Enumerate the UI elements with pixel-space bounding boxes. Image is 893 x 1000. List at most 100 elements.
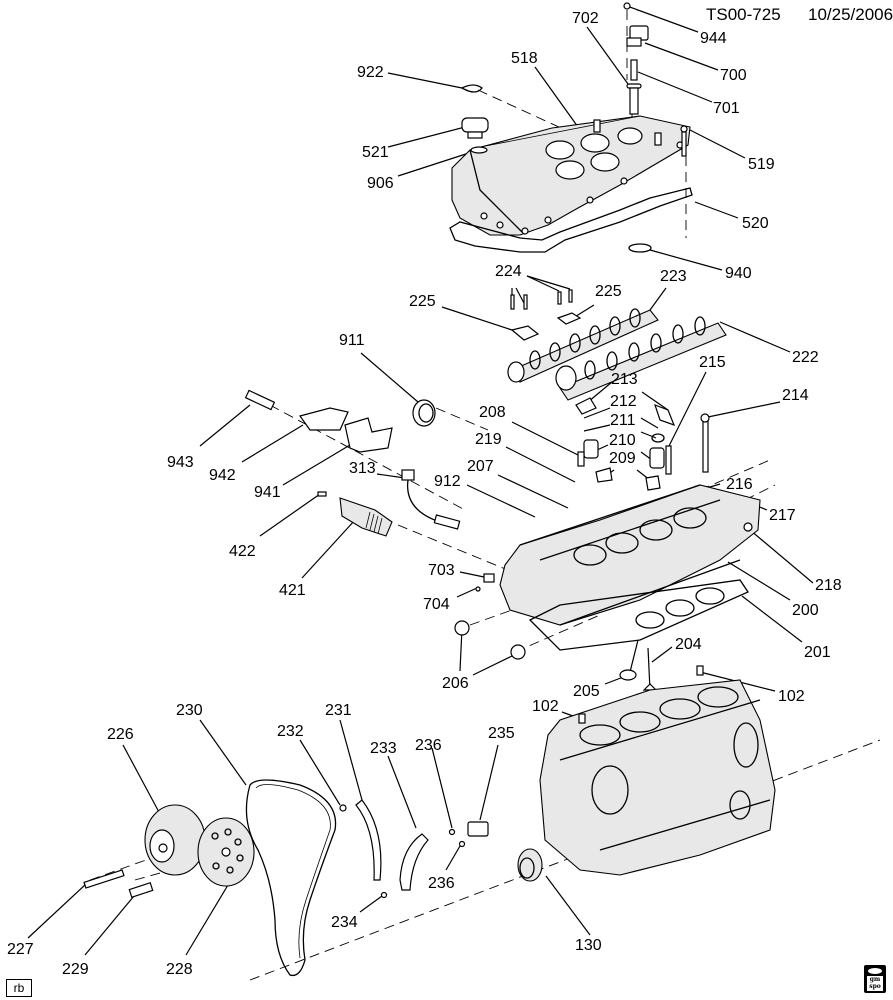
callout-216: 216 — [726, 476, 753, 493]
callout-942: 942 — [209, 467, 236, 484]
logo-oval-icon — [868, 968, 882, 974]
callout-228: 228 — [166, 961, 193, 978]
leader-233 — [387, 755, 417, 829]
callout-232: 232 — [277, 723, 304, 740]
callout-225-left: 225 — [409, 293, 436, 310]
leader-906 — [397, 151, 473, 177]
callout-518: 518 — [511, 50, 538, 67]
callout-704: 704 — [423, 596, 450, 613]
leader-521 — [387, 126, 466, 148]
leader-212b — [640, 417, 659, 429]
oil-control-solenoid — [317, 469, 461, 537]
leader-922 — [387, 72, 463, 89]
leader-421 — [301, 519, 356, 579]
leader-lines — [27, 5, 814, 956]
callout-200: 200 — [792, 602, 819, 619]
callout-912: 912 — [434, 473, 461, 490]
callout-211: 211 — [610, 412, 636, 429]
author-tag: rb — [6, 979, 32, 997]
callout-217: 217 — [769, 507, 796, 524]
callout-226: 226 — [107, 726, 134, 743]
callout-911: 911 — [339, 332, 365, 349]
illustration-date: 10/25/2006 — [808, 5, 893, 24]
callout-218: 218 — [815, 577, 842, 594]
callout-236-bottom: 236 — [428, 875, 455, 892]
callout-212: 212 — [610, 393, 637, 410]
callout-210: 210 — [609, 432, 636, 449]
callout-906: 906 — [367, 175, 394, 192]
callout-215: 215 — [699, 354, 726, 371]
leader-213b — [641, 391, 669, 411]
leader-232 — [299, 739, 341, 806]
leader-940 — [649, 249, 723, 271]
leader-207 — [497, 474, 569, 509]
callout-941: 941 — [254, 484, 281, 501]
callout-922: 922 — [357, 64, 384, 81]
callout-213: 213 — [611, 371, 638, 388]
cam-sensor-group — [623, 2, 649, 115]
leader-704 — [456, 587, 478, 598]
callout-703: 703 — [428, 562, 455, 579]
leader-200 — [727, 561, 791, 601]
leader-911 — [360, 352, 419, 403]
leader-215 — [667, 371, 707, 449]
callout-234: 234 — [331, 914, 358, 931]
callout-214: 214 — [782, 387, 809, 404]
callout-130: 130 — [575, 937, 602, 954]
callout-944: 944 — [700, 30, 727, 47]
callout-222: 222 — [792, 349, 819, 366]
callout-313: 313 — [349, 460, 376, 477]
crank-sprocket — [517, 848, 543, 882]
callout-206: 206 — [442, 675, 469, 692]
gm-spo-logo: gm spo — [864, 965, 886, 993]
leader-213a — [587, 381, 613, 403]
leader-942 — [241, 424, 304, 463]
callout-224: 224 — [495, 263, 522, 280]
leader-230 — [199, 719, 247, 786]
leader-700 — [644, 42, 719, 71]
leader-225a — [441, 306, 513, 331]
leader-130 — [545, 875, 591, 936]
leader-943 — [199, 404, 251, 447]
leader-231 — [339, 719, 363, 801]
engine-block — [539, 665, 776, 876]
leader-210a — [596, 444, 609, 451]
callout-208: 208 — [479, 404, 506, 421]
leader-234 — [359, 895, 383, 913]
leader-520 — [694, 201, 739, 219]
leader-226 — [122, 744, 161, 815]
leader-208 — [511, 421, 579, 456]
leader-223 — [649, 287, 667, 311]
seal-911 — [412, 399, 436, 427]
leader-941 — [282, 444, 351, 486]
camshafts — [507, 289, 727, 401]
callout-236-top: 236 — [415, 737, 442, 754]
callout-231: 231 — [325, 702, 352, 719]
callout-225-right: 225 — [595, 283, 622, 300]
cylinder-head — [454, 484, 761, 691]
callout-521: 521 — [362, 144, 389, 161]
leader-211a — [583, 424, 611, 432]
callout-227: 227 — [7, 941, 34, 958]
logo-text-line2: spo — [869, 983, 881, 990]
callout-421: 421 — [279, 582, 306, 599]
callout-702: 702 — [572, 10, 599, 27]
leader-224d — [526, 275, 571, 290]
valve-cover — [449, 84, 693, 253]
logo-text-line1: gm — [869, 976, 881, 983]
callout-223: 223 — [660, 268, 687, 285]
leader-944 — [626, 5, 699, 33]
leader-228 — [185, 884, 229, 956]
leader-519 — [689, 129, 746, 159]
leader-218 — [749, 529, 814, 584]
leader-313 — [376, 473, 406, 479]
leader-206b — [472, 655, 513, 676]
leader-422 — [259, 493, 321, 537]
leader-701 — [637, 71, 713, 103]
callout-207: 207 — [467, 458, 494, 475]
callout-520: 520 — [742, 215, 769, 232]
callout-219: 219 — [475, 431, 502, 448]
callout-235: 235 — [488, 725, 515, 742]
